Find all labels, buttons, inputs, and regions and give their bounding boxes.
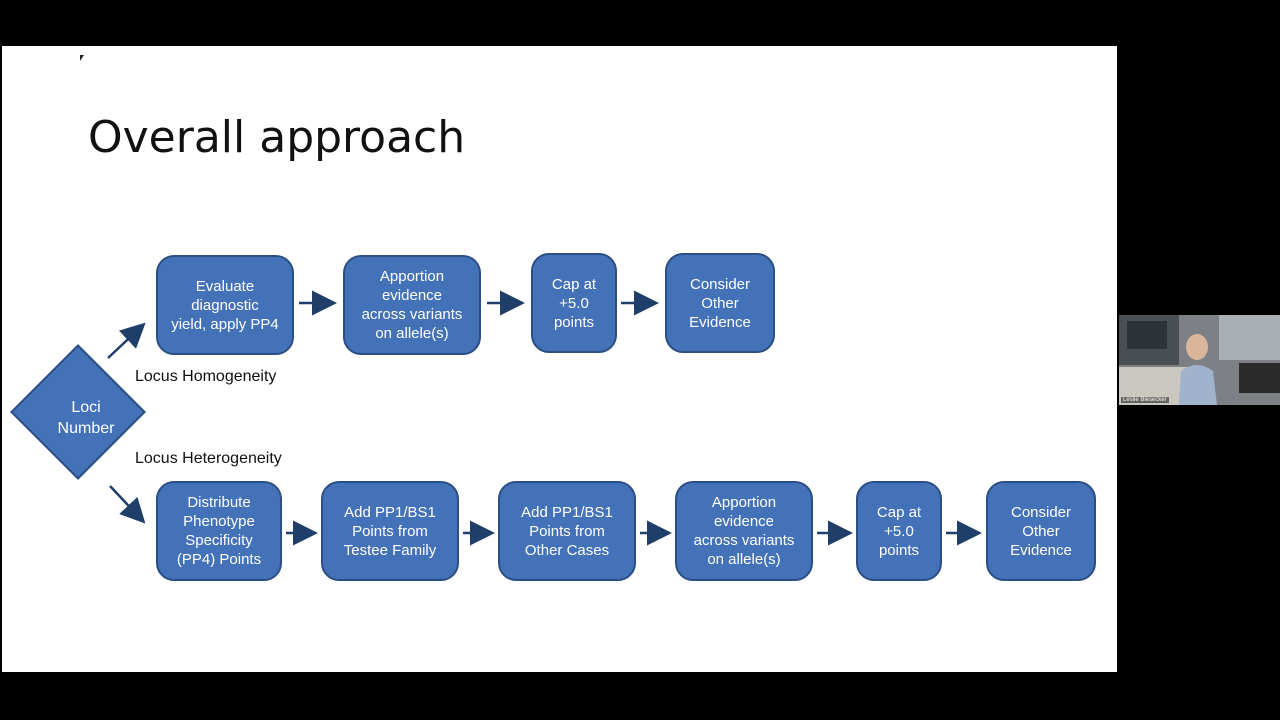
presentation-slide: Overall approach Loci Number Locus Homog… bbox=[2, 46, 1117, 672]
distribute-phenotype-specificity-box: Distribute Phenotype Specificity (PP4) P… bbox=[156, 481, 282, 581]
apportion-evidence-box-bottom: Apportion evidence across variants on al… bbox=[675, 481, 813, 581]
consider-other-evidence-box-top: Consider Other Evidence bbox=[665, 253, 775, 353]
participant-name: Leslie Biesecker bbox=[1121, 397, 1169, 403]
arrow-to-heterogeneity bbox=[109, 485, 146, 524]
participant-video-tile[interactable]: Leslie Biesecker bbox=[1119, 315, 1280, 405]
flow-arrows bbox=[107, 290, 982, 546]
cap-points-box-bottom: Cap at +5.0 points bbox=[856, 481, 942, 581]
cap-points-box-top: Cap at +5.0 points bbox=[531, 253, 617, 353]
consider-other-evidence-box-bottom: Consider Other Evidence bbox=[986, 481, 1096, 581]
evaluate-diagnostic-yield-box: Evaluate diagnostic yield, apply PP4 bbox=[156, 255, 294, 355]
add-pp1-bs1-other-cases-box: Add PP1/BS1 Points from Other Cases bbox=[498, 481, 636, 581]
participant-video-icon bbox=[1119, 315, 1280, 405]
locus-homogeneity-label: Locus Homogeneity bbox=[135, 368, 277, 385]
arrow-to-homogeneity bbox=[107, 322, 146, 359]
slide-title: Overall approach bbox=[88, 112, 466, 163]
mouse-cursor-icon bbox=[80, 55, 84, 61]
loci-number-label: Loci Number bbox=[57, 399, 115, 437]
apportion-evidence-box-top: Apportion evidence across variants on al… bbox=[343, 255, 481, 355]
add-pp1-bs1-testee-family-box: Add PP1/BS1 Points from Testee Family bbox=[321, 481, 459, 581]
locus-heterogeneity-label: Locus Heterogeneity bbox=[135, 450, 282, 467]
